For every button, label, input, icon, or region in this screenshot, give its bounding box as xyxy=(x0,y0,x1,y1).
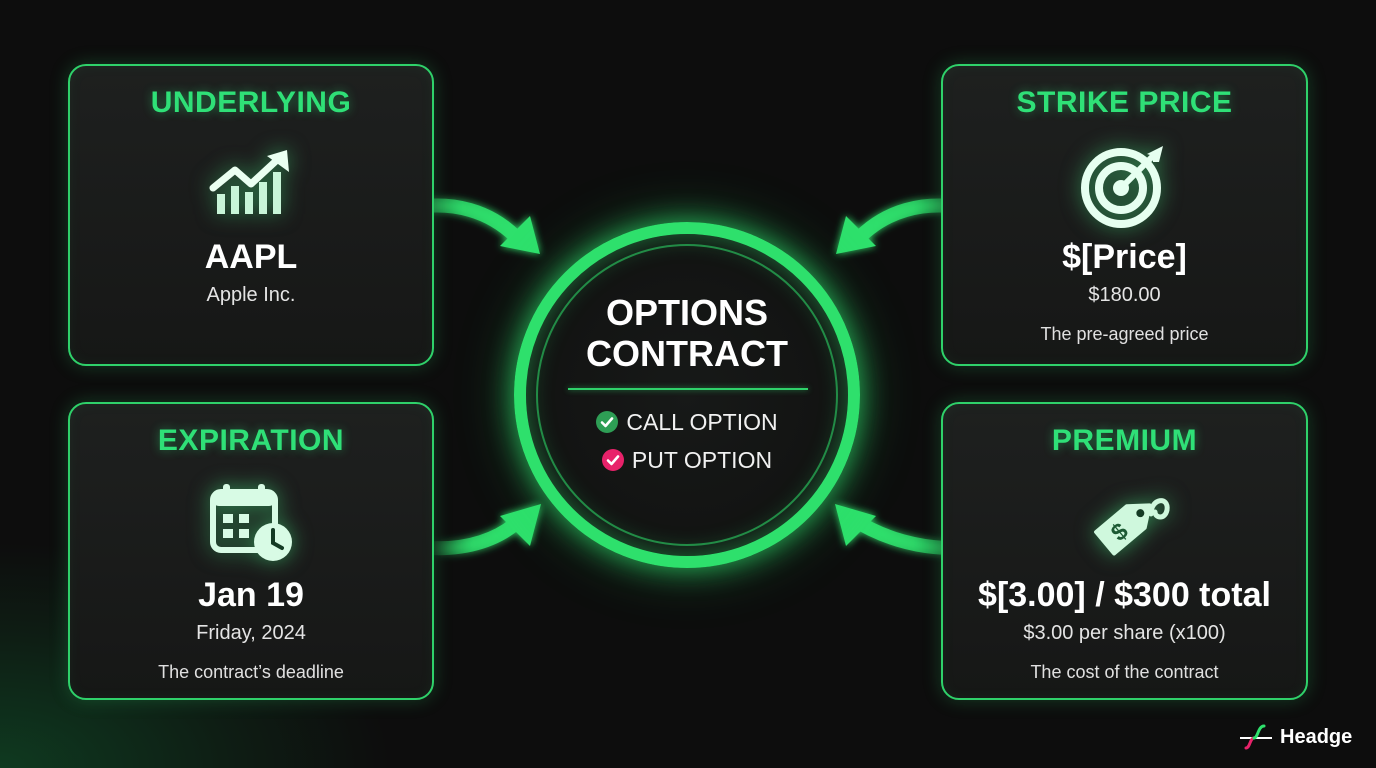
strike-price-amount: $180.00 xyxy=(1088,284,1161,306)
underlying-company: Apple Inc. xyxy=(206,284,296,306)
brand-logo: Headge xyxy=(1238,722,1352,752)
check-circle-icon xyxy=(596,411,619,433)
options-contract-title: OPTIONS CONTRACT xyxy=(514,292,860,374)
price-tag-icon: $ xyxy=(1093,498,1170,556)
expiration-description: The contract’s deadline xyxy=(158,662,344,682)
trending-chart-icon xyxy=(209,150,289,214)
underlying-card: UNDERLYING AAPL Apple Inc. xyxy=(68,64,434,366)
target-icon xyxy=(1080,146,1163,228)
premium-value: $[3.00] / $300 total xyxy=(978,576,1271,614)
expiration-title: EXPIRATION xyxy=(157,424,345,457)
expiration-date: Jan 19 xyxy=(198,576,304,614)
call-option-label: CALL OPTION xyxy=(626,409,778,435)
headge-logo-icon xyxy=(1240,724,1272,750)
center-divider xyxy=(568,388,808,390)
strike-price-description: The pre-agreed price xyxy=(1040,324,1209,344)
calendar-clock-icon xyxy=(210,484,292,561)
strike-price-value: $[Price] xyxy=(1062,238,1187,276)
center-title-line2: CONTRACT xyxy=(586,333,788,374)
check-circle-icon xyxy=(601,449,624,471)
put-option-label: PUT OPTION xyxy=(631,447,773,473)
premium-per-share: $3.00 per share (x100) xyxy=(1023,622,1226,644)
expiration-card: EXPIRATION Jan 19 Friday, 2024 The contr… xyxy=(68,402,434,700)
expiration-day-year: Friday, 2024 xyxy=(196,622,306,644)
underlying-ticker: AAPL xyxy=(204,238,298,276)
put-option-item: PUT OPTION xyxy=(514,447,860,474)
call-option-item: CALL OPTION xyxy=(514,409,860,436)
premium-card: PREMIUM $ $[3.00] / $300 total $3.00 per… xyxy=(941,402,1308,700)
underlying-title: UNDERLYING xyxy=(150,86,352,119)
strike-price-card: STRIKE PRICE $[Price] $180.00 The pre-ag… xyxy=(941,64,1308,366)
premium-description: The cost of the contract xyxy=(1030,662,1219,682)
options-contract-inner-ring xyxy=(536,244,838,546)
center-title-line1: OPTIONS xyxy=(605,292,769,333)
brand-name: Headge xyxy=(1280,726,1353,748)
arrow-expiration xyxy=(423,504,541,556)
premium-title: PREMIUM xyxy=(1051,424,1198,457)
strike-title: STRIKE PRICE xyxy=(1016,86,1233,119)
